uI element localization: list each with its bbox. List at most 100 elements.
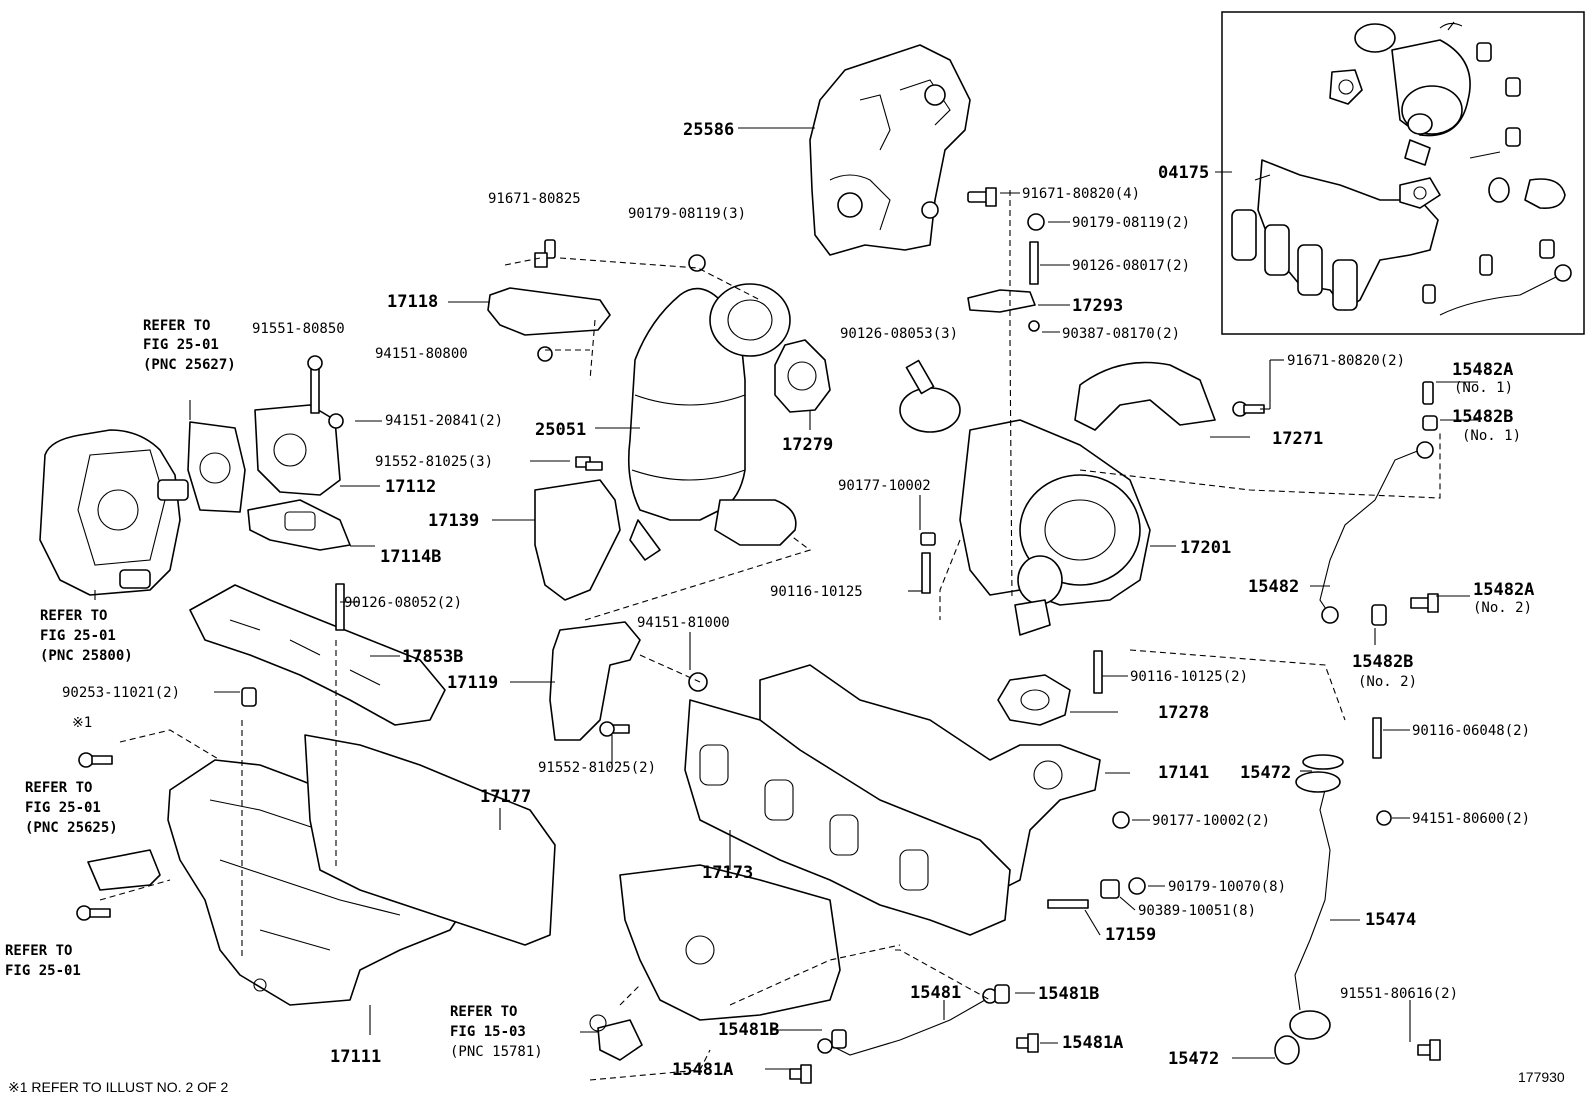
catalytic-converter-25051 xyxy=(627,283,797,561)
callout-91552-81025-2: 91552-81025(2) xyxy=(538,760,656,776)
gasket-17173 xyxy=(684,699,1011,936)
callout-15482A-no2-note: (No. 2) xyxy=(1473,600,1532,616)
turbocharger-17201 xyxy=(899,387,1151,636)
callout-90116-10125-2: 90116-10125(2) xyxy=(1130,669,1248,685)
callout-17271: 17271 xyxy=(1272,429,1323,449)
callout-15482A-no1-note: (No. 1) xyxy=(1454,380,1513,396)
bracket-17118 xyxy=(487,287,611,336)
callout-94151-80800: 94151-80800 xyxy=(375,346,468,362)
bracket-17119 xyxy=(549,621,641,741)
callout-star1: ※1 xyxy=(72,715,92,731)
refer-note-25800-l3: (PNC 25800) xyxy=(40,648,133,664)
callout-90387-08170-2: 90387-08170(2) xyxy=(1062,326,1180,342)
refer-note-25627-l3: (PNC 25627) xyxy=(143,357,236,373)
callout-17853B: 17853B xyxy=(402,647,463,667)
refer-note-25800-l1: REFER TO xyxy=(40,608,107,624)
callout-15482A-no2: 15482A xyxy=(1473,580,1534,600)
oil-pipe-15474 xyxy=(1294,789,1331,1011)
leader-lines xyxy=(94,127,1478,1070)
callout-90179-08119-3: 90179-08119(3) xyxy=(628,206,746,222)
illustration-number: 177930 xyxy=(1518,1069,1565,1085)
callout-15481A-right: 15481A xyxy=(1062,1033,1123,1053)
callout-94151-80600-2: 94151-80600(2) xyxy=(1412,811,1530,827)
callout-04175: 04175 xyxy=(1158,163,1209,183)
callout-15482A-no1: 15482A xyxy=(1452,360,1513,380)
oil-pipe-15482 xyxy=(1319,449,1421,616)
refer-note-2501-l2: FIG 25-01 xyxy=(5,963,81,979)
refer-note-15781-l1: REFER TO xyxy=(450,1004,517,1020)
callout-17139: 17139 xyxy=(428,511,479,531)
heat-shield-17271 xyxy=(1074,361,1216,431)
callout-17279: 17279 xyxy=(782,435,833,455)
refer-note-25625-l3: (PNC 25625) xyxy=(25,820,118,836)
callout-15482B-no1: 15482B xyxy=(1452,407,1513,427)
callout-91671-80820-4: 91671-80820(4) xyxy=(1022,186,1140,202)
callout-90177-10002: 90177-10002 xyxy=(838,478,931,494)
callout-17118: 17118 xyxy=(387,292,438,312)
callout-90116-06048-2: 90116-06048(2) xyxy=(1412,723,1530,739)
callout-17177: 17177 xyxy=(480,787,531,807)
callout-15474: 15474 xyxy=(1365,910,1416,930)
inset-kit-illustration xyxy=(1221,11,1585,335)
callout-15482B-no2: 15482B xyxy=(1352,652,1413,672)
callout-15481: 15481 xyxy=(910,983,961,1003)
plate-17293 xyxy=(967,289,1036,313)
gasket-17279 xyxy=(774,339,831,413)
callout-94151-20841-2: 94151-20841(2) xyxy=(385,413,503,429)
gasket-15472-lower xyxy=(1274,1035,1300,1065)
callout-15482: 15482 xyxy=(1248,577,1299,597)
callout-94151-81000: 94151-81000 xyxy=(637,615,730,631)
refer-note-25800-l2: FIG 25-01 xyxy=(40,628,116,644)
heat-shield-25586 xyxy=(809,44,971,256)
reference-notes: REFER TO FIG 25-01 (PNC 25627) REFER TO … xyxy=(5,318,543,1060)
refer-note-2501-l1: REFER TO xyxy=(5,943,72,959)
callout-17201: 17201 xyxy=(1180,538,1231,558)
callout-labels: 25586 04175 91671-80825 90179-08119(3) 9… xyxy=(62,120,1534,1080)
callout-90116-10125: 90116-10125 xyxy=(770,584,863,600)
callout-15472-lower: 15472 xyxy=(1168,1049,1219,1069)
callout-17112: 17112 xyxy=(385,477,436,497)
callout-15481A-left: 15481A xyxy=(672,1060,733,1080)
callout-90177-10002-2: 90177-10002(2) xyxy=(1152,813,1270,829)
footnote: ※1 REFER TO ILLUST NO. 2 OF 2 xyxy=(8,1079,228,1095)
refer-note-15781-l3: (PNC 15781) xyxy=(450,1044,543,1060)
callout-90253-11021-2: 90253-11021(2) xyxy=(62,685,180,701)
callout-91551-80616-2: 91551-80616(2) xyxy=(1340,986,1458,1002)
callout-15482B-no1-note: (No. 1) xyxy=(1462,428,1521,444)
refer-note-25625-l1: REFER TO xyxy=(25,780,92,796)
callout-90126-08017-2: 90126-08017(2) xyxy=(1072,258,1190,274)
gasket-17177 xyxy=(304,734,556,946)
refer-note-25627-l1: REFER TO xyxy=(143,318,210,334)
gasket-17114B xyxy=(247,499,351,551)
callout-90179-08119-2: 90179-08119(2) xyxy=(1072,215,1190,231)
callout-91551-80850: 91551-80850 xyxy=(252,321,345,337)
callout-17111: 17111 xyxy=(330,1047,381,1067)
callout-15472-upper: 15472 xyxy=(1240,763,1291,783)
callout-91552-81025-3: 91552-81025(3) xyxy=(375,454,493,470)
gasket-15472-upper xyxy=(1302,754,1344,770)
callout-15481B-left: 15481B xyxy=(718,1020,779,1040)
callout-90126-08052-2: 90126-08052(2) xyxy=(344,595,462,611)
callout-15482B-no2-note: (No. 2) xyxy=(1358,674,1417,690)
gasket-17278 xyxy=(997,674,1071,726)
callout-25586: 25586 xyxy=(683,120,734,140)
callout-91671-80820-2: 91671-80820(2) xyxy=(1287,353,1405,369)
gasket-17112 xyxy=(254,404,341,496)
dashed-alignment-lines xyxy=(99,190,1441,1081)
callout-15481B-right: 15481B xyxy=(1038,984,1099,1004)
refer-note-25625-l2: FIG 25-01 xyxy=(25,800,101,816)
callout-90389-10051-8: 90389-10051(8) xyxy=(1138,903,1256,919)
callout-90126-08053-3: 90126-08053(3) xyxy=(840,326,958,342)
callout-17114B: 17114B xyxy=(380,547,441,567)
callout-17173: 17173 xyxy=(702,863,753,883)
refer-note-25627-l2: FIG 25-01 xyxy=(143,337,219,353)
fasteners xyxy=(76,187,1441,1084)
bracket-17139 xyxy=(534,479,621,601)
callout-17141: 17141 xyxy=(1158,763,1209,783)
insulator-17853B xyxy=(189,584,446,726)
refer-note-15781-l2: FIG 15-03 xyxy=(450,1024,526,1040)
callout-91671-80825: 91671-80825 xyxy=(488,191,581,207)
callout-17278: 17278 xyxy=(1158,703,1209,723)
egr-valve xyxy=(39,429,189,596)
